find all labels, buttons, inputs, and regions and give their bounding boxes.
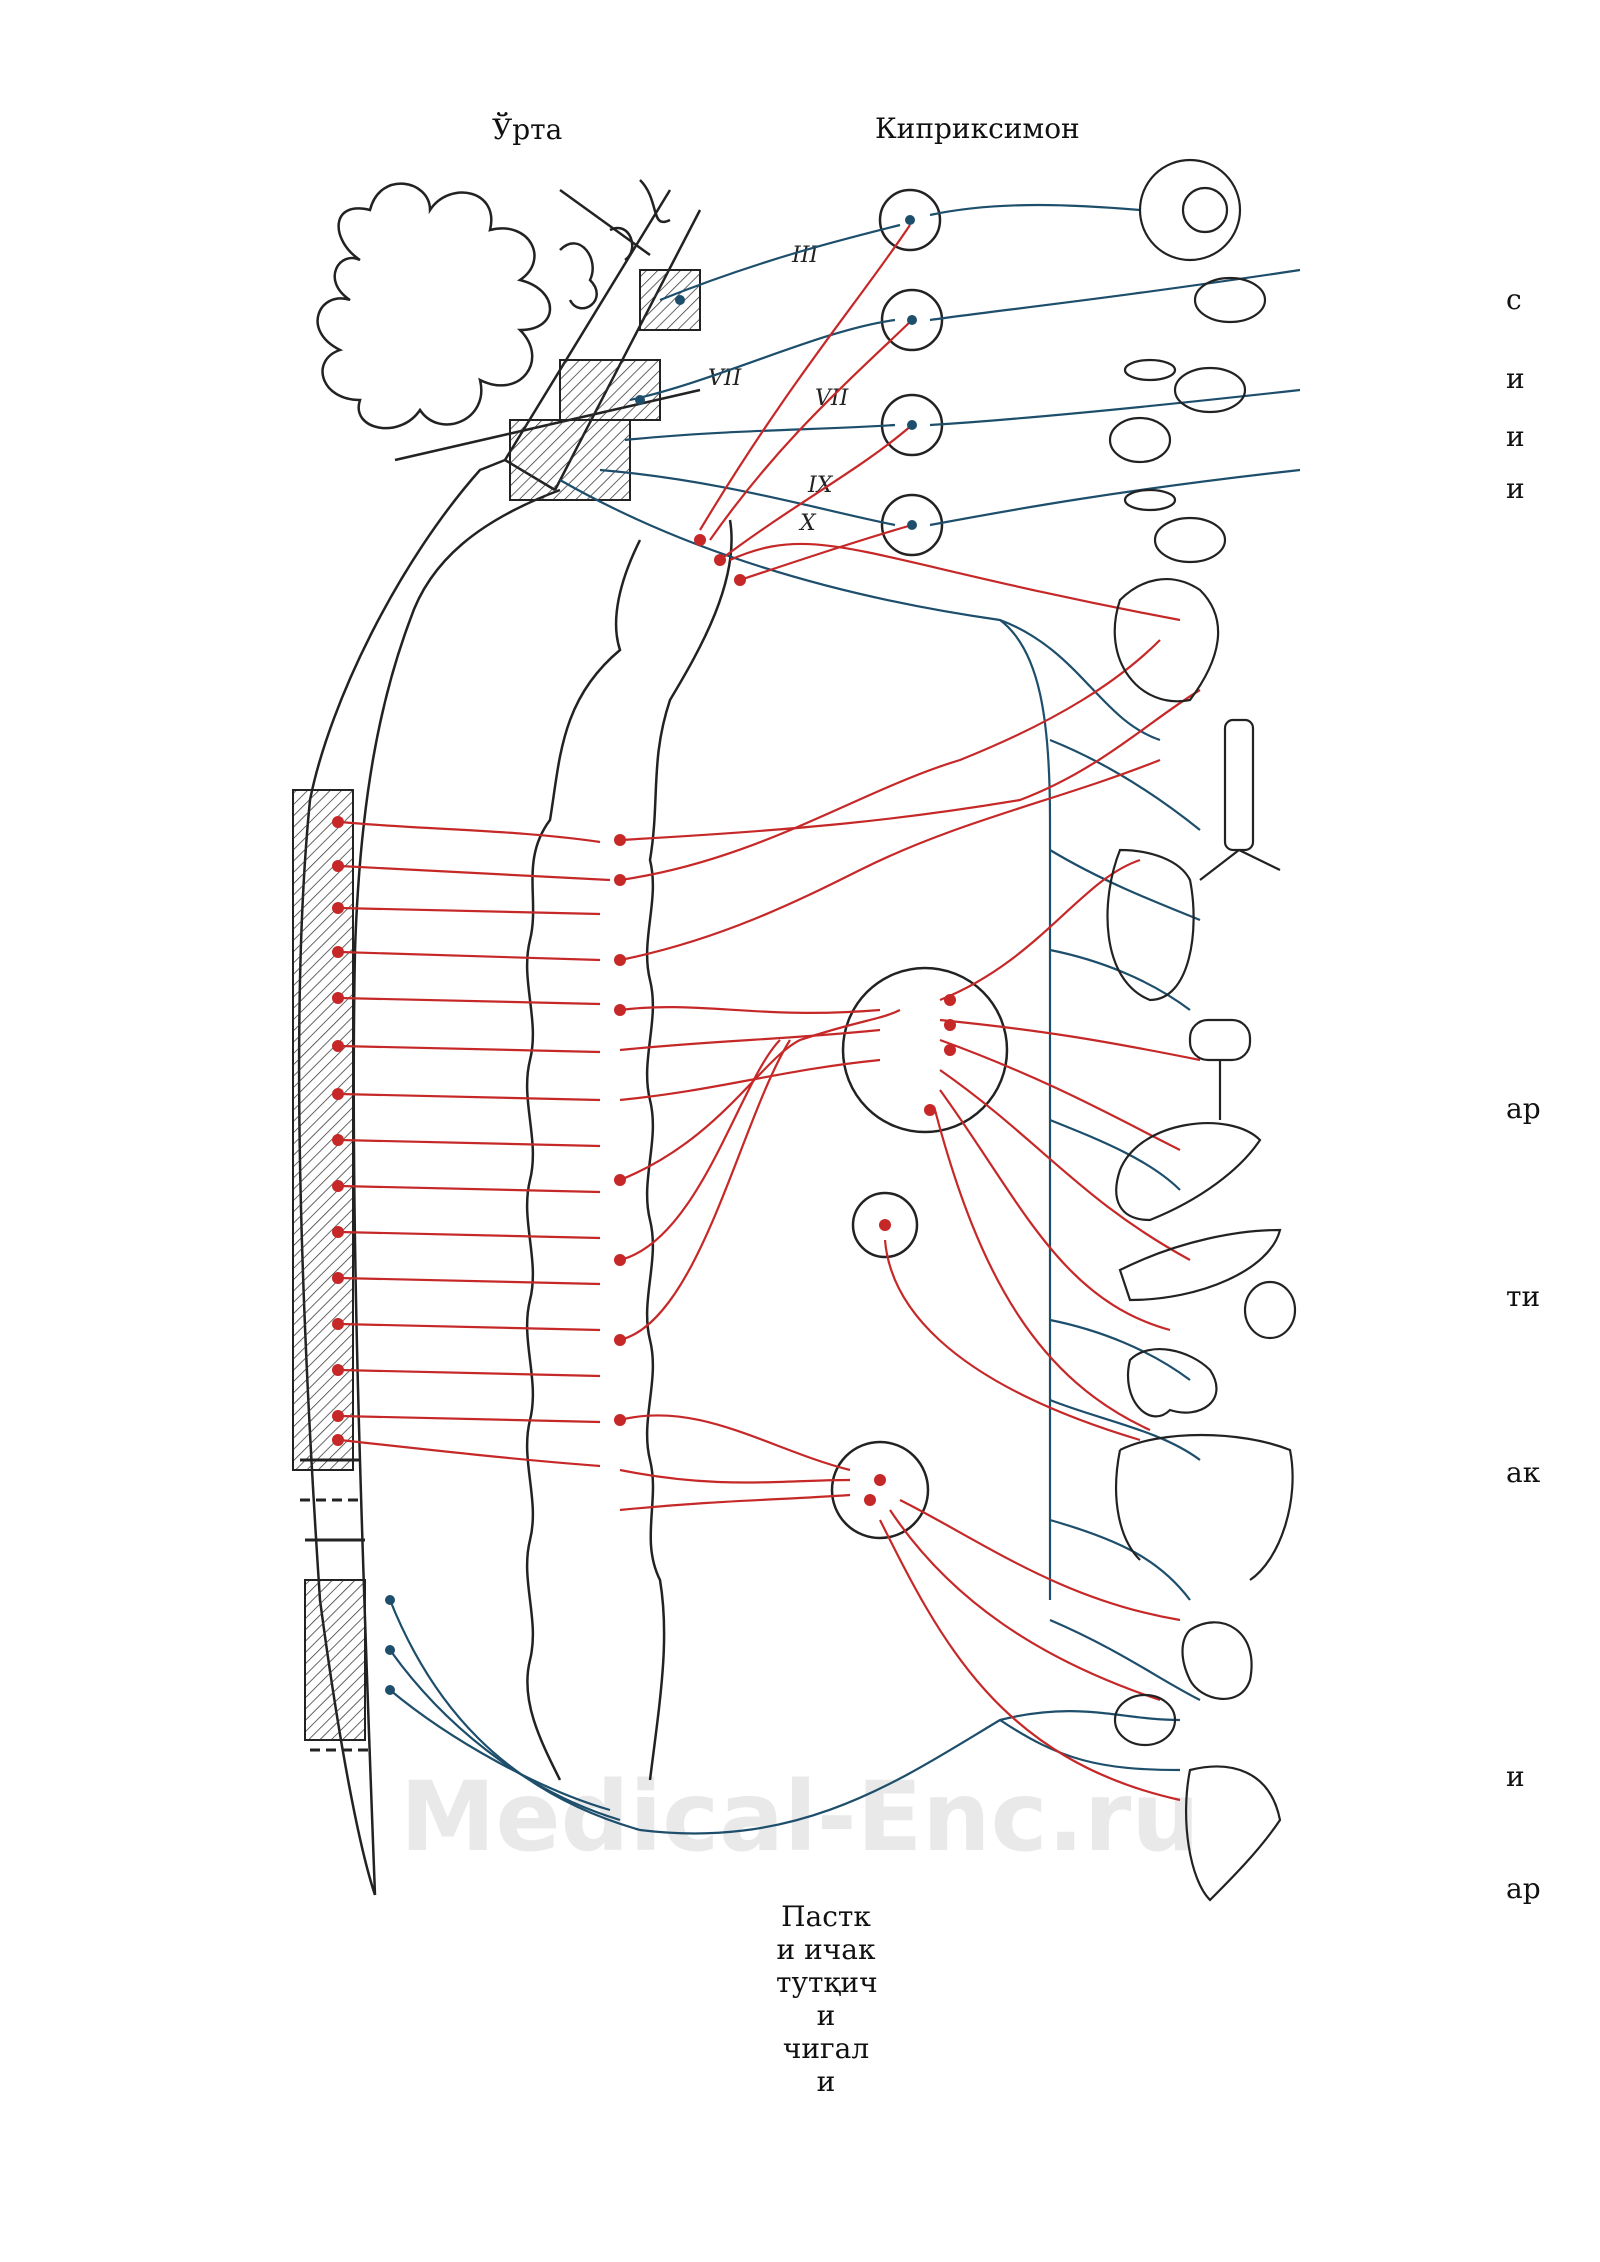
ciliary-ganglion <box>878 188 942 252</box>
side-label-5: ар <box>1506 1092 1541 1125</box>
watermark: Medical-Enc.ru <box>400 1761 1200 1873</box>
pterygopalatine-ganglion <box>880 288 944 352</box>
parasympathetic-fibers <box>388 203 1301 1835</box>
side-label-8: и <box>1506 1760 1525 1793</box>
caption-line-2: и ичак <box>776 1933 876 1966</box>
label-ciliary: Киприксимон <box>875 112 1080 145</box>
parasympathetic-neuron-dots <box>385 215 917 1695</box>
inferior-mesenteric-ganglion <box>830 1440 930 1540</box>
side-label-7: ак <box>1506 1456 1541 1489</box>
trachea-lungs <box>1199 718 1281 881</box>
small-intestine <box>1127 1348 1218 1418</box>
organs <box>1106 158 1297 1902</box>
caption-line-5: чигал <box>782 2032 870 2065</box>
adrenal-vessel <box>1188 1018 1252 1120</box>
superior-mesenteric-ganglion <box>851 1191 919 1259</box>
side-label-3: и <box>1506 420 1525 453</box>
caption-line-4: и <box>816 1999 836 2032</box>
side-label-2: и <box>1506 362 1525 395</box>
bottom-caption: Пастк и ичак тутқич и чигал и <box>776 1900 878 2098</box>
spinal-segments <box>292 269 701 1752</box>
stomach <box>1106 848 1195 1002</box>
celiac-ganglion <box>841 966 1009 1134</box>
ganglia <box>830 188 1009 1540</box>
salivary-glands <box>1108 358 1247 564</box>
cranial-nerve-numerals: III VII VII IX X <box>708 243 850 536</box>
liver <box>1115 1122 1262 1222</box>
colon <box>1114 1433 1294 1581</box>
sympathetic-fibers <box>339 224 1201 1802</box>
lacrimal-gland <box>1193 276 1267 324</box>
pancreas <box>1118 1228 1282 1302</box>
caption-line-6: и <box>816 2065 836 2098</box>
side-label-4: и <box>1506 472 1525 505</box>
numeral-x: X <box>798 511 817 536</box>
eye <box>1138 158 1242 262</box>
label-midbrain: Ўрта <box>492 113 563 146</box>
reproductive-organs <box>1184 1765 1282 1902</box>
caption-line-1: Пастк <box>781 1900 871 1933</box>
side-label-1: с <box>1506 283 1522 316</box>
side-label-9: ар <box>1506 1872 1541 1905</box>
bladder <box>1113 1693 1177 1747</box>
sympathetic-trunk <box>525 519 733 1781</box>
heart <box>1113 578 1220 703</box>
sympathetic-neuron-dots <box>332 534 956 1506</box>
side-label-6: ти <box>1506 1280 1541 1313</box>
spleen <box>1243 1280 1297 1340</box>
kidney-adrenal <box>1181 1621 1253 1700</box>
caption-line-3: тутқич <box>776 1966 878 1999</box>
otic-ganglion <box>880 493 944 557</box>
numeral-vii-a: VII <box>708 366 743 391</box>
